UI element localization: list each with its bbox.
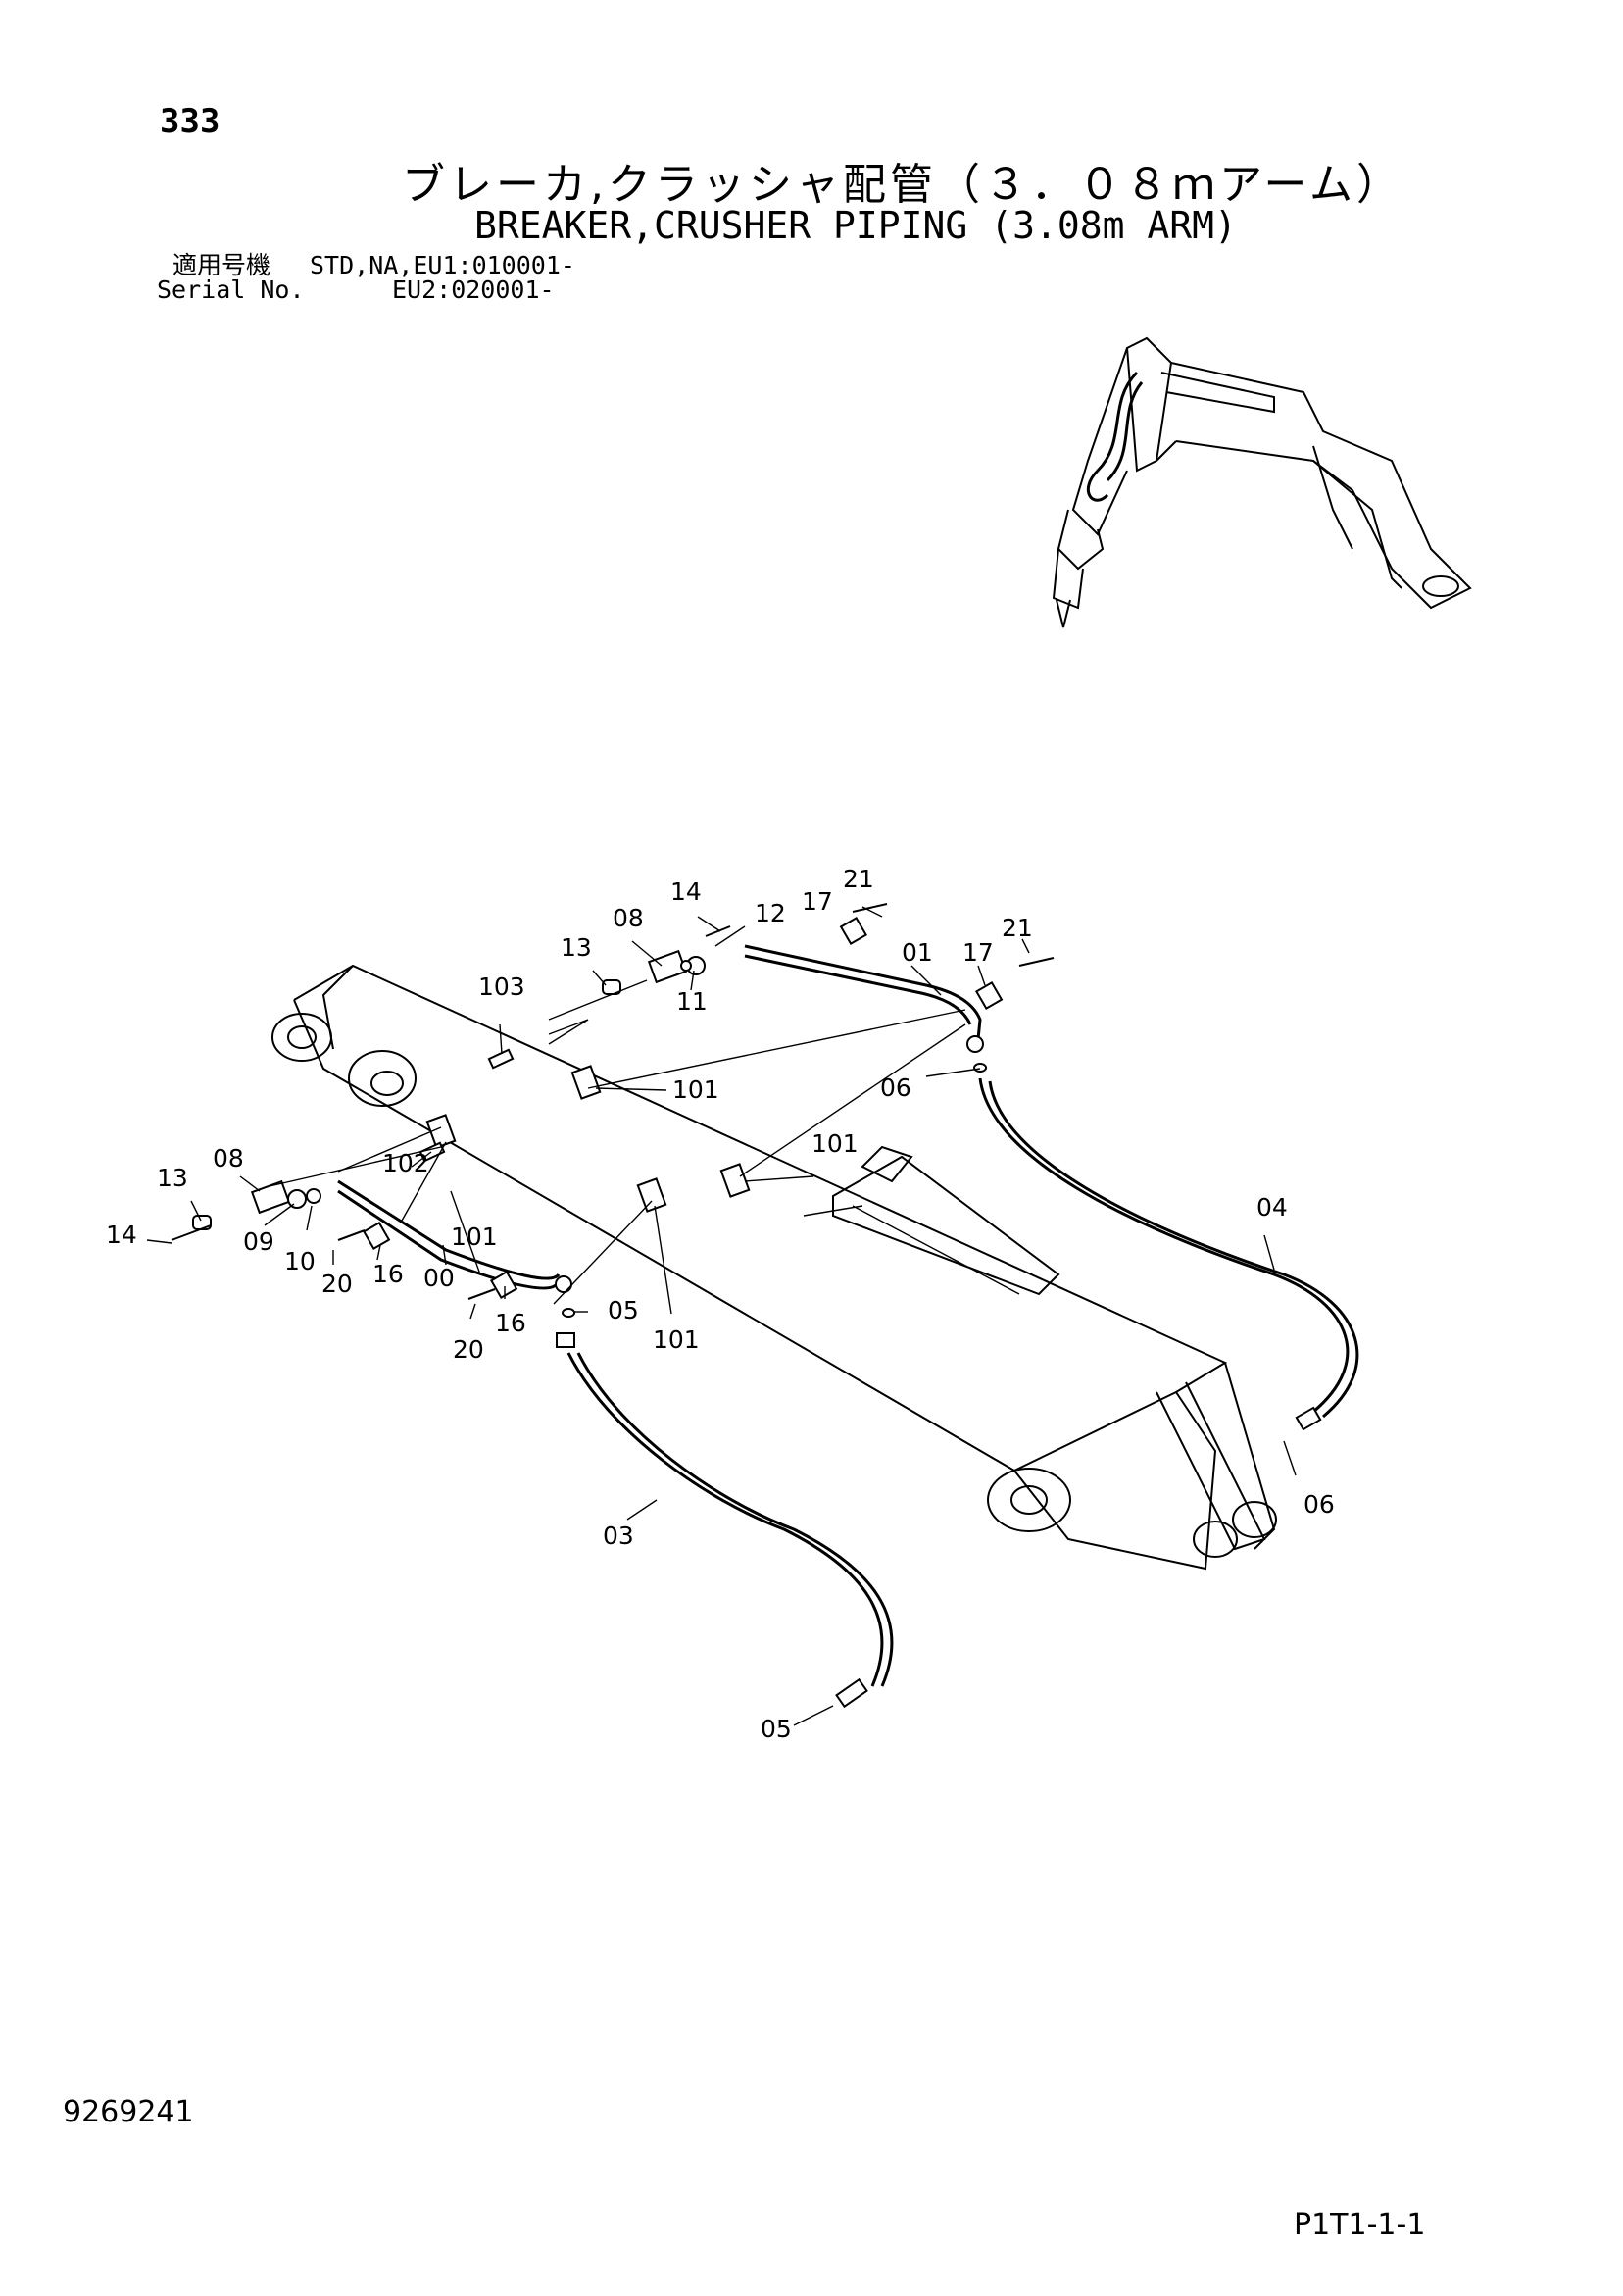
callout-08: 08 <box>213 1144 244 1173</box>
callout-17: 17 <box>962 938 994 967</box>
callout-08: 08 <box>613 904 644 932</box>
title-japanese: ブレーカ,クラッシャ配管（３．０８ｍアーム） <box>402 160 1404 210</box>
callout-12: 12 <box>755 899 786 927</box>
callout-101: 101 <box>812 1129 859 1158</box>
callout-21: 21 <box>1002 914 1033 942</box>
callout-13: 13 <box>561 933 592 962</box>
callout-14: 14 <box>670 877 702 906</box>
callout-17: 17 <box>802 887 833 916</box>
serial-label-japanese: 適用号機 <box>172 251 271 279</box>
callout-21: 21 <box>843 865 874 893</box>
callout-05: 05 <box>608 1296 639 1324</box>
callout-05: 05 <box>761 1715 792 1743</box>
document-number: 9269241 <box>63 2095 194 2129</box>
callout-06: 06 <box>1303 1490 1335 1519</box>
callout-00: 00 <box>423 1264 455 1292</box>
sheet-code: P1T1-1-1 <box>1294 2208 1426 2242</box>
leader-lines <box>146 906 1297 1726</box>
page-number: 333 <box>160 102 221 141</box>
callout-06: 06 <box>880 1073 911 1102</box>
callout-01: 01 <box>902 938 933 967</box>
arm-body <box>271 964 1277 1571</box>
upper-pipe-assembly <box>487 903 1359 1431</box>
callout-20: 20 <box>321 1270 353 1298</box>
callout-20: 20 <box>453 1335 484 1364</box>
callout-11: 11 <box>676 987 708 1016</box>
callout-16: 16 <box>372 1260 404 1288</box>
serial-range-2: EU2:020001- <box>392 275 555 304</box>
callout-101: 101 <box>653 1325 700 1354</box>
serial-range-1: STD,NA,EU1:010001- <box>310 251 575 279</box>
callout-14: 14 <box>106 1221 137 1249</box>
serial-label-english: Serial No. <box>157 275 305 304</box>
callout-103: 103 <box>478 973 525 1001</box>
title-english: BREAKER,CRUSHER PIPING (3.08m ARM) <box>474 204 1237 247</box>
callout-10: 10 <box>284 1247 316 1275</box>
callout-09: 09 <box>243 1227 274 1256</box>
machine-thumbnail <box>1052 336 1472 628</box>
callout-04: 04 <box>1256 1193 1288 1222</box>
callout-101: 101 <box>672 1075 719 1104</box>
lower-pipe-assembly <box>171 1114 894 1709</box>
callout-101: 101 <box>451 1223 498 1251</box>
callout-16: 16 <box>495 1309 526 1337</box>
callout-03: 03 <box>603 1522 634 1550</box>
callout-102: 102 <box>382 1149 429 1177</box>
callout-labels: 14 21 17 12 08 13 01 17 21 103 11 101 06… <box>106 865 1335 1743</box>
callout-13: 13 <box>157 1164 188 1192</box>
